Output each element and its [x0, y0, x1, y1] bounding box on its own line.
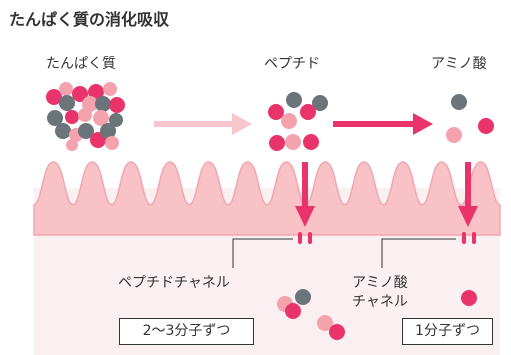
molecule [47, 110, 63, 126]
box-amino-rate: 1分子ずつ [402, 318, 493, 345]
molecule [88, 84, 104, 100]
molecule [55, 123, 71, 139]
amino-acid-group [446, 94, 494, 143]
molecule [100, 123, 116, 139]
amino-channel-mark [472, 232, 476, 244]
molecule [268, 104, 284, 120]
peptide-channel-mark [308, 232, 312, 244]
molecule [82, 96, 98, 112]
molecule [109, 97, 125, 113]
amino-channel-leader [381, 238, 456, 268]
molecule [93, 110, 109, 126]
label-amino-channel-line2: チャネル [352, 294, 408, 310]
absorbed-peptides [277, 289, 345, 340]
molecule [312, 95, 328, 111]
label-amino-acid: アミノ酸 [431, 56, 487, 72]
molecule [317, 315, 333, 331]
molecule [329, 324, 345, 340]
molecule [95, 96, 111, 112]
molecule [269, 135, 285, 151]
molecule [59, 95, 75, 111]
molecule [66, 139, 78, 151]
amino-channel-mark [462, 232, 466, 244]
molecule [78, 108, 92, 122]
molecule [285, 303, 301, 319]
molecule [295, 289, 311, 305]
peptide-group [268, 92, 328, 151]
molecule [109, 113, 123, 127]
arrow-peptide-absorption [295, 162, 315, 227]
intestinal-villi [33, 161, 501, 236]
molecule [286, 92, 302, 108]
label-peptide: ペプチド [264, 56, 320, 72]
molecule [281, 113, 297, 129]
molecule [59, 82, 73, 96]
molecule [46, 89, 62, 105]
arrow-protein-to-peptide [154, 113, 252, 135]
diagram-title: たんぱく質の消化吸収 [9, 10, 170, 29]
label-protein: たんぱく質 [46, 56, 116, 72]
label-peptide-channel: ペプチドチャネル [118, 275, 230, 291]
molecule [78, 123, 94, 139]
molecule [478, 118, 494, 134]
molecule [300, 104, 316, 120]
molecule [446, 127, 462, 143]
molecule [451, 94, 467, 110]
box-peptide-rate: 2～3分子ずつ [119, 318, 254, 345]
peptide-channel-leader [232, 238, 293, 268]
molecule [65, 110, 79, 124]
peptide-channel-mark [298, 232, 302, 244]
protein-cluster [46, 82, 125, 151]
arrow-amino-absorption [458, 162, 478, 227]
molecule [103, 82, 117, 96]
molecule [285, 134, 301, 150]
molecule [105, 136, 119, 150]
label-amino-channel-line1: アミノ酸 [352, 275, 408, 291]
absorbed-amino-acid [461, 290, 477, 306]
molecule [72, 86, 88, 102]
arrow-peptide-to-amino [333, 113, 433, 135]
molecule [303, 134, 319, 150]
